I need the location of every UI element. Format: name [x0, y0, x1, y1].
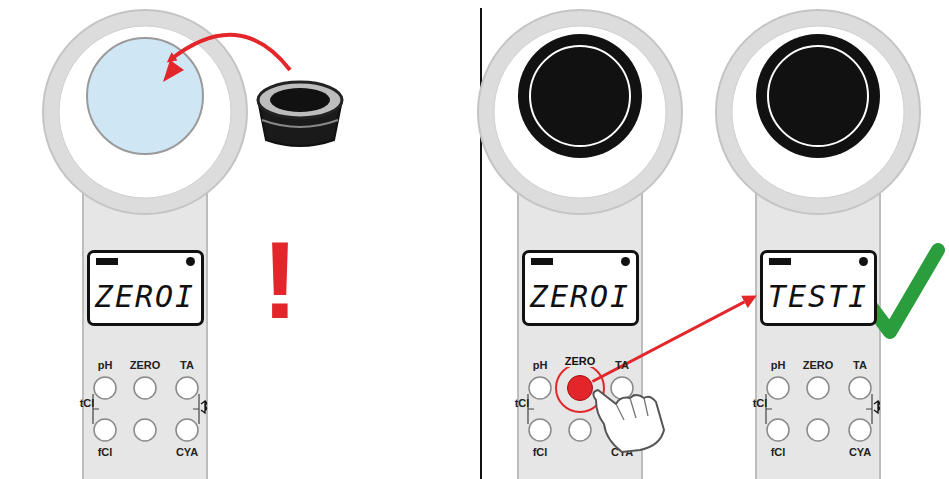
button-label: ZERO [803, 359, 834, 371]
button-label: ZERO [130, 359, 161, 371]
battery-indicator [531, 258, 553, 265]
button-label: tCl [753, 397, 768, 409]
lcd-display: ZEROI [522, 250, 639, 326]
button-label: fCl [98, 446, 113, 458]
button-label: TA [180, 359, 194, 371]
meter-2 [478, 10, 682, 479]
status-dot [859, 257, 868, 266]
button-label: CYA [176, 446, 198, 458]
button-label: CYA [849, 446, 871, 458]
status-dot [186, 257, 195, 266]
button-label: TA [615, 359, 629, 371]
battery-indicator [96, 258, 118, 265]
check-mark [866, 250, 938, 332]
button-label: pH [533, 359, 548, 371]
battery-indicator [769, 258, 791, 265]
button-label: tCl [80, 397, 95, 409]
meter-1 [43, 10, 247, 479]
button-label: pH [771, 359, 786, 371]
button-label: fCl [533, 446, 548, 458]
meter-3 [716, 10, 920, 479]
button-label: fCl [771, 446, 786, 458]
button-circle [567, 375, 593, 401]
insert-arrow [170, 35, 290, 70]
status-dot [621, 257, 630, 266]
lcd-display: TESTI [760, 250, 877, 326]
display-text: ZEROI [530, 279, 630, 314]
button-label: ZERO [563, 355, 598, 367]
warning-mark: ! [262, 225, 299, 335]
hand-icon [593, 390, 664, 452]
button-label: pH [98, 359, 113, 371]
lcd-display: ZEROI [87, 250, 204, 326]
cuvette-cap [258, 82, 342, 146]
divider [480, 8, 482, 479]
button-label: tCl [515, 397, 530, 409]
display-text: ZEROI [95, 279, 195, 314]
display-text: TESTI [768, 279, 868, 314]
button-label: TA [853, 359, 867, 371]
